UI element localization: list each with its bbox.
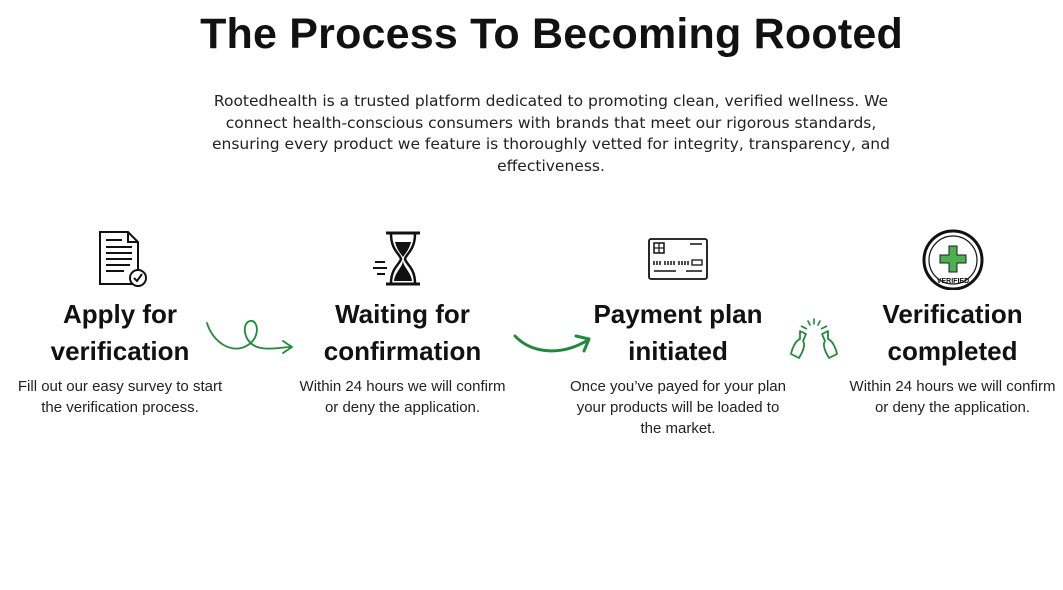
step-title: Payment plan initiated [593,299,763,366]
credit-card-icon [648,238,708,280]
step-description: Fill out our easy survey to start the ve… [17,378,223,416]
step-description: Within 24 hours we will confirm or deny … [849,378,1056,416]
step-waiting: Waiting for confirmation Within 24 hours… [285,228,520,418]
page-title: The Process To Becoming Rooted [200,10,903,58]
step-title: Waiting for confirmation [323,299,482,366]
step-payment: Payment plan initiated Once you’ve payed… [560,228,796,439]
step-description: Once you’ve payed for your plan your pro… [570,378,786,437]
verified-badge-icon: VERIFIED [922,229,983,290]
loop-arrow-icon [206,320,293,354]
hourglass-icon [372,231,420,286]
celebration-bottles-icon [790,318,838,359]
curved-arrow-icon [513,334,591,353]
intro-paragraph: Rootedhealth is a trusted platform dedic… [212,92,890,175]
step-title: Verification completed [882,299,1023,366]
step-verification: VERIFIED Verification completed Within 2… [840,228,1063,418]
badge-text: VERIFIED [936,278,968,285]
step-title: Apply for verification [50,299,190,366]
step-apply: Apply for verification Fill out our easy… [0,228,240,418]
document-check-icon [99,231,147,287]
step-description: Within 24 hours we will confirm or deny … [299,378,506,416]
